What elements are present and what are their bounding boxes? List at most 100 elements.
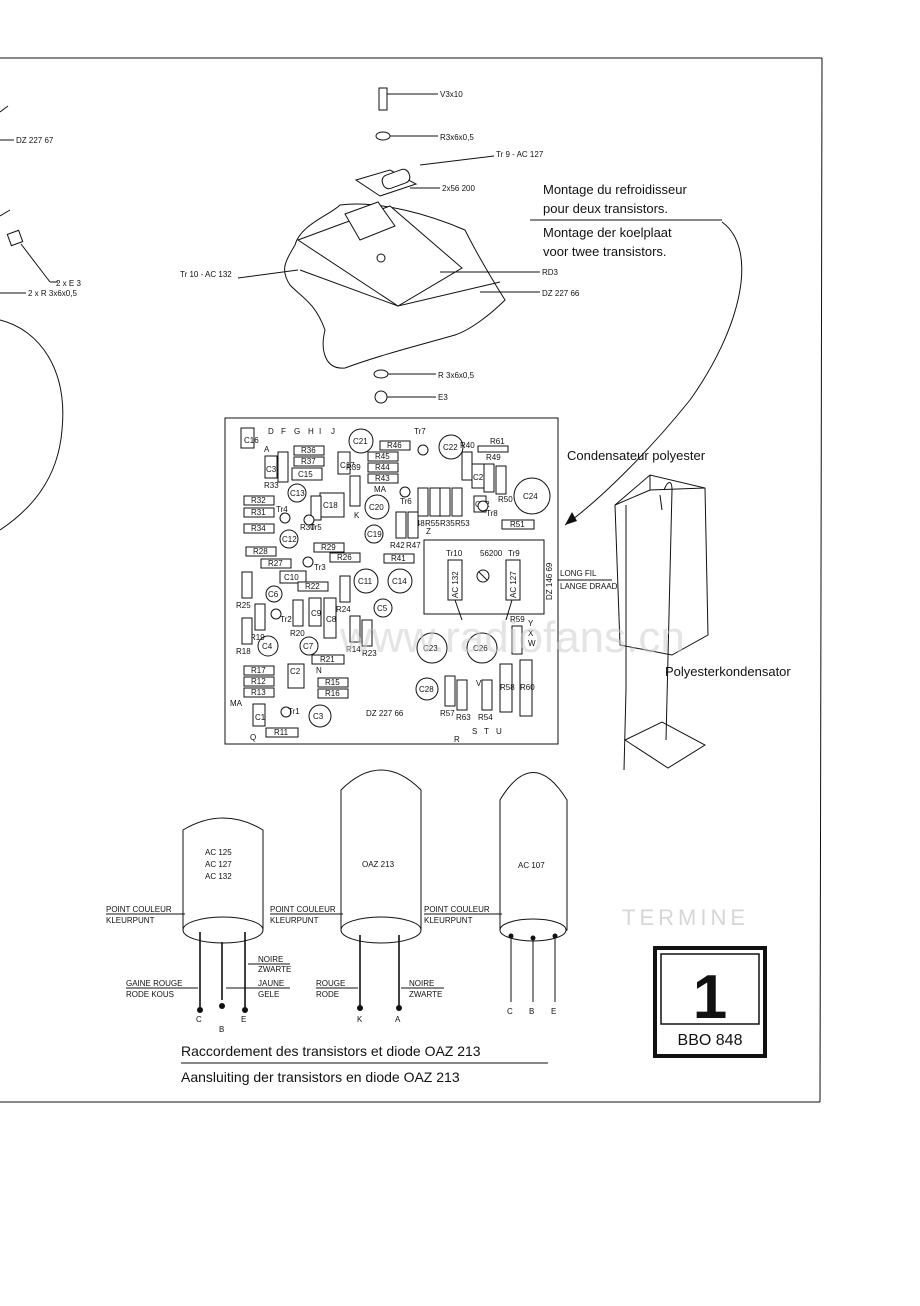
badge-number: 1 <box>693 963 727 1032</box>
svg-text:R42: R42 <box>390 541 405 550</box>
svg-text:R54: R54 <box>478 713 493 722</box>
svg-text:W: W <box>528 639 536 648</box>
svg-text:R35: R35 <box>440 519 455 528</box>
insulator-label: 2x56 200 <box>442 184 475 193</box>
svg-text:C3: C3 <box>313 712 324 721</box>
svg-text:Tr2: Tr2 <box>280 615 292 624</box>
svg-text:C28: C28 <box>419 685 434 694</box>
svg-text:R29: R29 <box>321 543 336 552</box>
svg-text:POINT COULEUR: POINT COULEUR <box>106 905 172 914</box>
left-partial-drawing: DZ 227 67 2 x E 3 2 x R 3x6x0,5 <box>0 105 81 531</box>
pcb-transistors: Tr7 Tr6 Tr8 Tr4 Tr5 Tr3 Tr2 Tr1 <box>270 427 498 718</box>
svg-text:RODE KOUS: RODE KOUS <box>126 990 174 999</box>
svg-text:C12: C12 <box>282 535 297 544</box>
svg-text:AC 132: AC 132 <box>205 872 232 881</box>
left-washer-label: 2 x R 3x6x0,5 <box>28 289 77 298</box>
svg-text:C7: C7 <box>303 642 314 651</box>
terminals-top: D F G H I J <box>268 427 335 436</box>
svg-text:C15: C15 <box>298 470 313 479</box>
svg-text:T: T <box>484 727 489 736</box>
svg-text:R33: R33 <box>264 481 279 490</box>
tr10-label: Tr 10 - AC 132 <box>180 270 232 279</box>
svg-text:C25: C25 <box>473 473 488 482</box>
svg-text:R30: R30 <box>300 523 315 532</box>
svg-text:C2: C2 <box>290 667 301 676</box>
lange-draad-label: LANGE DRAAD <box>560 582 618 591</box>
svg-text:C22: C22 <box>443 443 458 452</box>
svg-text:A: A <box>395 1015 401 1024</box>
svg-text:Tr1: Tr1 <box>288 707 300 716</box>
svg-text:R39: R39 <box>346 463 361 472</box>
misc-pcb-labels: A MA MA K Z V R Q N <box>230 445 482 744</box>
svg-text:R37: R37 <box>301 457 316 466</box>
svg-text:AC 132: AC 132 <box>451 571 460 598</box>
svg-text:G: G <box>294 427 300 436</box>
svg-text:R44: R44 <box>375 463 390 472</box>
left-nut-label: 2 x E 3 <box>56 279 81 288</box>
svg-text:R11: R11 <box>274 728 289 737</box>
svg-text:S: S <box>472 727 477 736</box>
svg-text:A: A <box>264 445 270 454</box>
long-fil-label: LONG FIL <box>560 569 597 578</box>
svg-text:Q: Q <box>250 733 256 742</box>
svg-text:MA: MA <box>230 699 243 708</box>
svg-text:K: K <box>357 1015 363 1024</box>
svg-text:R34: R34 <box>251 524 266 533</box>
svg-text:R24: R24 <box>336 605 351 614</box>
svg-text:C17: C17 <box>340 461 355 470</box>
svg-text:KLEURPUNT: KLEURPUNT <box>106 916 155 925</box>
svg-text:R32: R32 <box>251 496 266 505</box>
svg-text:C24: C24 <box>523 492 538 501</box>
mount-fr-1: Montage du refroidisseur <box>543 182 687 197</box>
svg-text:ZWARTE: ZWARTE <box>409 990 442 999</box>
svg-text:C1: C1 <box>255 713 266 722</box>
svg-text:Tr8: Tr8 <box>486 509 498 518</box>
svg-text:R16: R16 <box>325 689 340 698</box>
svg-text:U: U <box>496 727 502 736</box>
svg-text:F: F <box>281 427 286 436</box>
svg-text:Tr5: Tr5 <box>310 523 322 532</box>
svg-text:C21: C21 <box>353 437 368 446</box>
svg-text:R59: R59 <box>510 615 525 624</box>
cap-fr-label: Condensateur polyester <box>567 448 706 463</box>
caption-fr: Raccordement des transistors et diode OA… <box>181 1043 481 1059</box>
svg-text:C6: C6 <box>268 590 279 599</box>
svg-text:C4: C4 <box>262 642 273 651</box>
mount-fr-2: pour deux transistors. <box>543 201 668 216</box>
svg-text:V: V <box>476 679 482 688</box>
mount-nl-1: Montage der koelplaat <box>543 225 672 240</box>
svg-text:NOIRE: NOIRE <box>258 955 283 964</box>
svg-text:C23: C23 <box>423 644 438 653</box>
svg-text:R22: R22 <box>305 582 320 591</box>
svg-text:R51: R51 <box>510 520 525 529</box>
svg-text:R18: R18 <box>236 647 251 656</box>
svg-text:R58: R58 <box>500 683 515 692</box>
cap-nl-label: Polyesterkondensator <box>665 664 791 679</box>
svg-text:C9: C9 <box>311 609 322 618</box>
svg-text:R47: R47 <box>406 541 421 550</box>
svg-text:AC 127: AC 127 <box>509 571 518 598</box>
svg-text:Tr9: Tr9 <box>508 549 520 558</box>
svg-text:AC 107: AC 107 <box>518 861 545 870</box>
svg-text:C19: C19 <box>367 530 382 539</box>
svg-text:AC 127: AC 127 <box>205 860 232 869</box>
svg-text:C20: C20 <box>369 503 384 512</box>
svg-text:KLEURPUNT: KLEURPUNT <box>270 916 319 925</box>
svg-text:R43: R43 <box>375 474 390 483</box>
svg-text:R17: R17 <box>251 666 266 675</box>
heatsink-assembly: V3x10 R3x6x0,5 Tr 9 - AC 127 2x56 200 Tr… <box>180 87 580 404</box>
svg-text:R12: R12 <box>251 677 266 686</box>
tr9-label: Tr 9 - AC 127 <box>496 150 544 159</box>
svg-text:E: E <box>551 1007 556 1016</box>
svg-text:R61: R61 <box>490 437 505 446</box>
svg-text:R57: R57 <box>440 709 455 718</box>
svg-text:R25: R25 <box>236 601 251 610</box>
svg-text:JAUNE: JAUNE <box>258 979 284 988</box>
svg-text:H: H <box>308 427 314 436</box>
stamp-text: TERMINE <box>622 905 749 930</box>
svg-text:56200: 56200 <box>480 549 503 558</box>
pcb-heatsink: Tr10 56200 Tr9 AC 132 AC 127 DZ 146 69 L… <box>423 539 618 621</box>
svg-text:OAZ 213: OAZ 213 <box>362 860 395 869</box>
board-ref-label: DZ 227 66 <box>542 289 580 298</box>
